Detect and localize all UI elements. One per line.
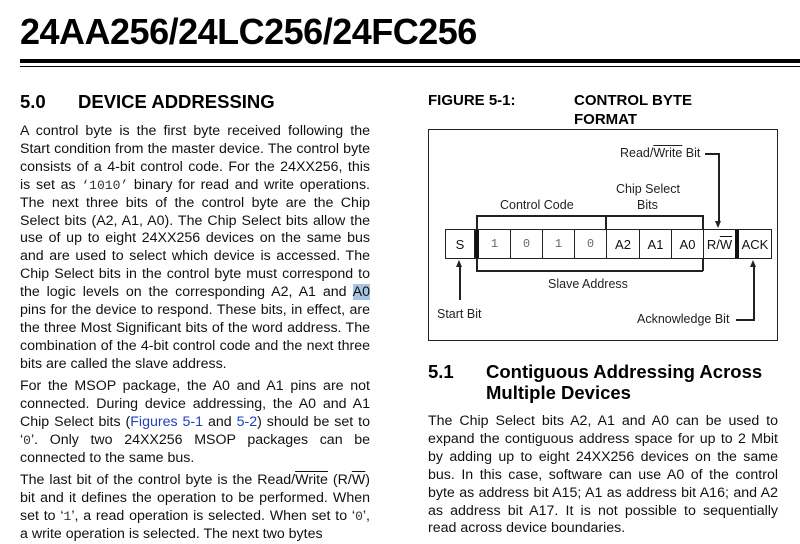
- title-rule-thick: [20, 59, 800, 63]
- bottom-bracket: [476, 270, 703, 272]
- cell-divider-thick: [735, 230, 739, 258]
- overline-w: W: [351, 472, 366, 488]
- text-run: Bit: [682, 146, 701, 160]
- start-bit-pointer: [459, 266, 461, 300]
- cell-rw: R/W: [704, 230, 735, 258]
- cell-control-bit-2: 0: [511, 230, 543, 258]
- section-title-line1: Contiguous Addressing Across: [486, 361, 763, 382]
- figure-box: [428, 129, 778, 341]
- start-bit-label: Start Bit: [437, 307, 482, 321]
- text-run: (R/: [327, 472, 352, 488]
- section-title-line2: Multiple Devices: [486, 382, 631, 403]
- binary-code: ‘1010’: [81, 177, 129, 193]
- selected-text-a0[interactable]: A0: [352, 284, 370, 301]
- bracket-tick: [702, 215, 704, 229]
- link-figure-5-1[interactable]: Figures 5-1: [130, 413, 204, 430]
- paragraph-read-write: The last bit of the control byte is the …: [20, 472, 370, 544]
- slave-address-label: Slave Address: [548, 277, 628, 291]
- text-run: ) bit and it defines the operation to be…: [20, 472, 370, 524]
- bracket-tick: [476, 259, 478, 271]
- section-number: 5.0: [20, 91, 46, 112]
- bracket-tick: [605, 215, 607, 229]
- bracket-tick: [702, 259, 704, 271]
- cell-a2: A2: [607, 230, 640, 258]
- arrow-down-icon: [715, 221, 721, 228]
- overline-write: Write: [653, 146, 683, 160]
- chip-select-label-line2: Bits: [637, 198, 658, 212]
- cell-control-bit-1: 1: [543, 230, 575, 258]
- bit-value: 1: [63, 508, 72, 524]
- figure-title-line1: CONTROL BYTE: [574, 92, 693, 109]
- control-byte-cells: S 1 0 1 0 A2 A1 A0 R/W ACK: [445, 229, 772, 259]
- section-5-0-heading: 5.0 DEVICE ADDRESSING: [20, 91, 275, 113]
- cell-a0: A0: [672, 230, 704, 258]
- paragraph-msop: For the MSOP package, the A0 and A1 pins…: [20, 378, 370, 468]
- acknowledge-bit-label: Acknowledge Bit: [637, 312, 730, 326]
- text-run: ’, a read operation is selected. When se…: [71, 507, 356, 524]
- title-rule-thin: [20, 66, 800, 67]
- figure-title-line2: FORMAT: [574, 111, 638, 128]
- bit-value: 0: [23, 432, 31, 448]
- arrow-up-icon: [750, 260, 756, 267]
- bit-value: 0: [355, 508, 363, 524]
- text-run: Read/: [620, 146, 654, 160]
- ack-pointer-vertical: [753, 266, 755, 320]
- cell-control-bit-3: 1: [479, 230, 511, 258]
- read-write-bit-label: Read/Write Bit: [620, 146, 700, 161]
- text-run: ’. Only two 24XX256 MSOP packages can be…: [20, 431, 370, 466]
- text-run: R/: [706, 236, 720, 252]
- section-title: DEVICE ADDRESSING: [78, 91, 275, 112]
- cell-divider-thick: [475, 230, 479, 258]
- bracket-tick: [476, 215, 478, 229]
- overline-write: Write: [295, 472, 328, 488]
- ack-pointer-horizontal: [736, 319, 755, 321]
- figure-label: FIGURE 5-1:: [428, 92, 516, 109]
- rw-pointer-vertical: [718, 153, 720, 222]
- text-run: binary for read and write operations. Th…: [20, 176, 370, 301]
- text-run: ) should be set to ‘: [20, 413, 370, 448]
- chip-select-label-line1: Chip Select: [616, 182, 680, 196]
- top-bracket: [476, 215, 703, 217]
- section-number: 5.1: [428, 361, 454, 382]
- section-5-1-heading: 5.1 Contiguous Addressing Across: [428, 361, 762, 383]
- cell-start: S: [446, 230, 475, 258]
- control-code-label: Control Code: [500, 198, 574, 212]
- text-run: pins for the device to respond. These bi…: [20, 302, 370, 372]
- text-run: The last bit of the control byte is the …: [20, 472, 296, 488]
- overline-w: W: [719, 236, 733, 252]
- link-figure-5-2[interactable]: 5-2: [236, 413, 258, 430]
- paragraph-control-byte: A control byte is the first byte receive…: [20, 123, 370, 374]
- cell-a1: A1: [640, 230, 672, 258]
- rw-pointer-horizontal: [705, 153, 719, 155]
- paragraph-contiguous-addressing: The Chip Select bits A2, A1 and A0 can b…: [428, 413, 778, 537]
- cell-ack: ACK: [741, 236, 769, 252]
- text-run: and: [203, 413, 237, 430]
- arrow-up-icon: [456, 260, 462, 267]
- text-run: A control byte is the first byte receive…: [20, 123, 370, 193]
- document-title: 24AA256/24LC256/24FC256: [20, 11, 477, 52]
- text-run: For the MSOP package, the A0 and A1 pins…: [20, 378, 370, 430]
- cell-control-bit-0: 0: [575, 230, 607, 258]
